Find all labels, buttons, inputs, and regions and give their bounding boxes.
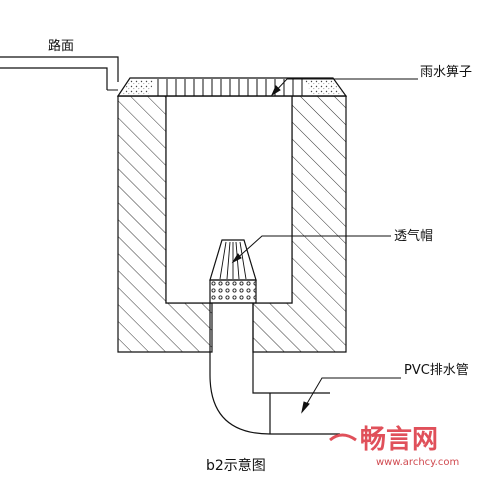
label-vent-cap: 透气帽: [394, 228, 433, 244]
road-surface: [0, 56, 119, 91]
label-pvc-pipe: PVC排水管: [404, 363, 469, 378]
well-wall: [117, 95, 347, 353]
watermark-url: www.archcy.com: [376, 457, 459, 468]
leader-lines: [231, 78, 418, 414]
label-road-surface: 路面: [48, 38, 74, 54]
diagram-caption: b2示意图: [206, 457, 266, 474]
vent-cap: [209, 239, 257, 304]
watermark-brand: 畅言网: [360, 425, 438, 455]
watermark-swoosh-icon: [329, 433, 357, 442]
label-rain-grate: 雨水箅子: [420, 64, 472, 80]
watermark: 畅言网 www.archcy.com: [329, 425, 459, 468]
pvc-pipe: [209, 303, 340, 435]
rain-grate: [116, 77, 348, 97]
